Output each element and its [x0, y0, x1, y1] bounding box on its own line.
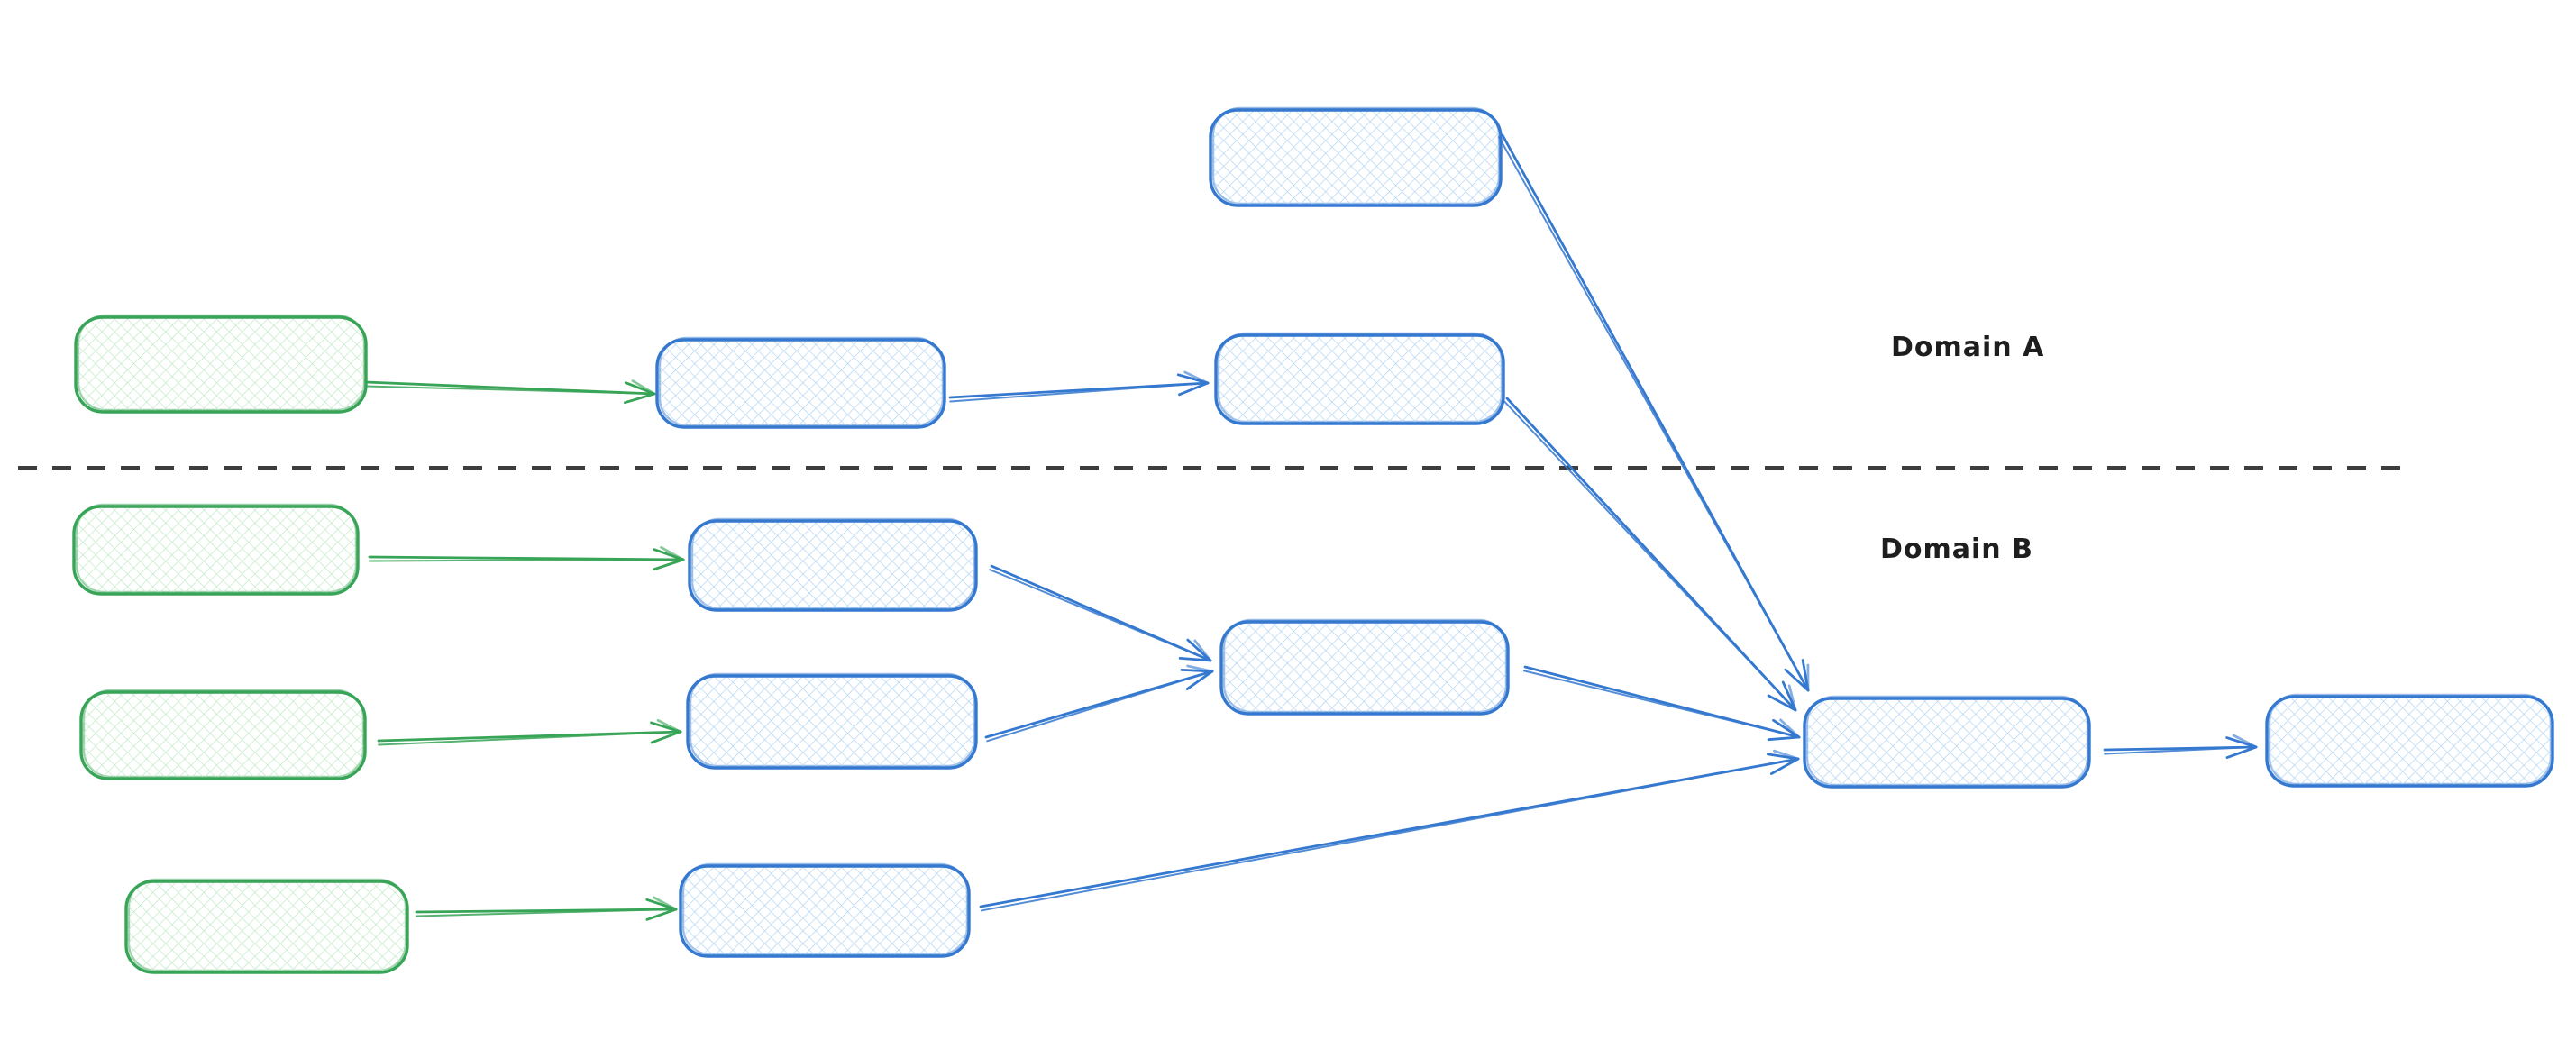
arrow-head — [1787, 684, 1797, 712]
arrow-shaft-sketch — [949, 382, 1204, 403]
node-blue-output-box[interactable] — [2265, 695, 2554, 788]
arrow-shaft-sketch — [989, 569, 1207, 660]
arrow-shaft-sketch — [364, 385, 651, 395]
node-blue-a2 — [1214, 332, 1505, 425]
arrow-shaft-sketch — [1498, 136, 1807, 687]
node-blue-top-a-box[interactable] — [1209, 108, 1503, 207]
arrow-head — [1178, 381, 1210, 397]
node-blue-b1-box[interactable] — [688, 519, 978, 612]
edge-b3-to-sink[interactable] — [979, 749, 1800, 912]
arrow-head — [624, 392, 656, 405]
arrow-head — [1784, 668, 1810, 692]
node-blue-b3-box[interactable] — [679, 864, 971, 958]
node-blue-sink-box[interactable] — [1803, 697, 2091, 789]
node-green-source-a — [74, 314, 368, 414]
arrow-head — [1183, 370, 1210, 385]
node-blue-a1-box[interactable] — [655, 338, 946, 429]
arrow-shaft-sketch — [378, 731, 677, 746]
arrow-head — [1767, 735, 1801, 742]
arrow-shaft-sketch — [986, 671, 1209, 743]
arrow-head — [631, 379, 656, 396]
arrow-head — [652, 896, 678, 911]
arrow-head — [1773, 749, 1800, 761]
arrow-head — [1779, 718, 1801, 739]
arrow-head — [1185, 670, 1214, 690]
node-blue-output — [2265, 693, 2554, 788]
edge-sink-to-output[interactable] — [2103, 734, 2258, 759]
node-green-source-b3 — [124, 878, 409, 974]
arrow-shaft-sketch — [416, 908, 672, 917]
edge-top-a-to-sink[interactable] — [1498, 133, 1810, 692]
node-blue-a2-box[interactable] — [1214, 333, 1505, 425]
node-blue-b-merge — [1219, 618, 1510, 716]
arrow-shaft-sketch — [2104, 746, 2252, 755]
arrow-head — [1178, 656, 1212, 662]
edge-merge-to-sink[interactable] — [1522, 665, 1801, 742]
node-blue-sink — [1803, 695, 2091, 789]
node-blue-top-a — [1209, 106, 1503, 207]
edge-green-b2-to-b2[interactable] — [377, 718, 682, 746]
node-green-source-a-box[interactable] — [74, 315, 368, 414]
node-green-source-b3-box[interactable] — [124, 880, 409, 974]
edge-b1-to-merge[interactable] — [989, 564, 1212, 662]
arrow-head — [1769, 757, 1800, 775]
arrow-head — [2225, 745, 2258, 759]
edge-b2-to-merge[interactable] — [984, 664, 1214, 743]
node-green-source-b2 — [79, 689, 367, 780]
node-green-source-b1 — [72, 503, 360, 596]
label-domain-b[interactable]: Domain B — [1880, 534, 2033, 565]
node-blue-a1 — [655, 336, 946, 429]
edge-a1-to-a2[interactable] — [948, 370, 1210, 403]
arrow-shaft-sketch — [368, 558, 680, 562]
arrow-head — [656, 718, 682, 734]
arrow-head — [653, 558, 685, 571]
edge-green-b1-to-b1[interactable] — [368, 545, 685, 571]
node-green-source-b2-box[interactable] — [79, 690, 367, 780]
label-domain-a[interactable]: Domain A — [1891, 332, 2045, 363]
node-blue-b2 — [686, 672, 978, 770]
arrow-head — [645, 908, 678, 921]
node-blue-b1 — [688, 517, 978, 612]
arrow-shaft-sketch — [1503, 400, 1793, 707]
arrow-head — [1186, 664, 1214, 673]
edge-green-b3-to-b3[interactable] — [415, 896, 678, 921]
node-blue-b-merge-box[interactable] — [1219, 620, 1510, 716]
arrow-head — [1193, 639, 1212, 662]
edge-green-a-to-a1[interactable] — [364, 379, 656, 405]
node-green-source-b1-box[interactable] — [72, 505, 360, 596]
arrow-shaft-sketch — [980, 759, 1795, 912]
edge-a2-to-sink[interactable] — [1503, 397, 1797, 712]
arrow-head — [660, 545, 685, 561]
arrow-head — [1767, 694, 1797, 712]
arrow-head — [2232, 734, 2258, 749]
node-blue-b2-box[interactable] — [686, 674, 978, 770]
node-blue-b3 — [679, 862, 971, 958]
arrow-head — [650, 730, 682, 744]
arrow-shaft-sketch — [1522, 670, 1795, 737]
